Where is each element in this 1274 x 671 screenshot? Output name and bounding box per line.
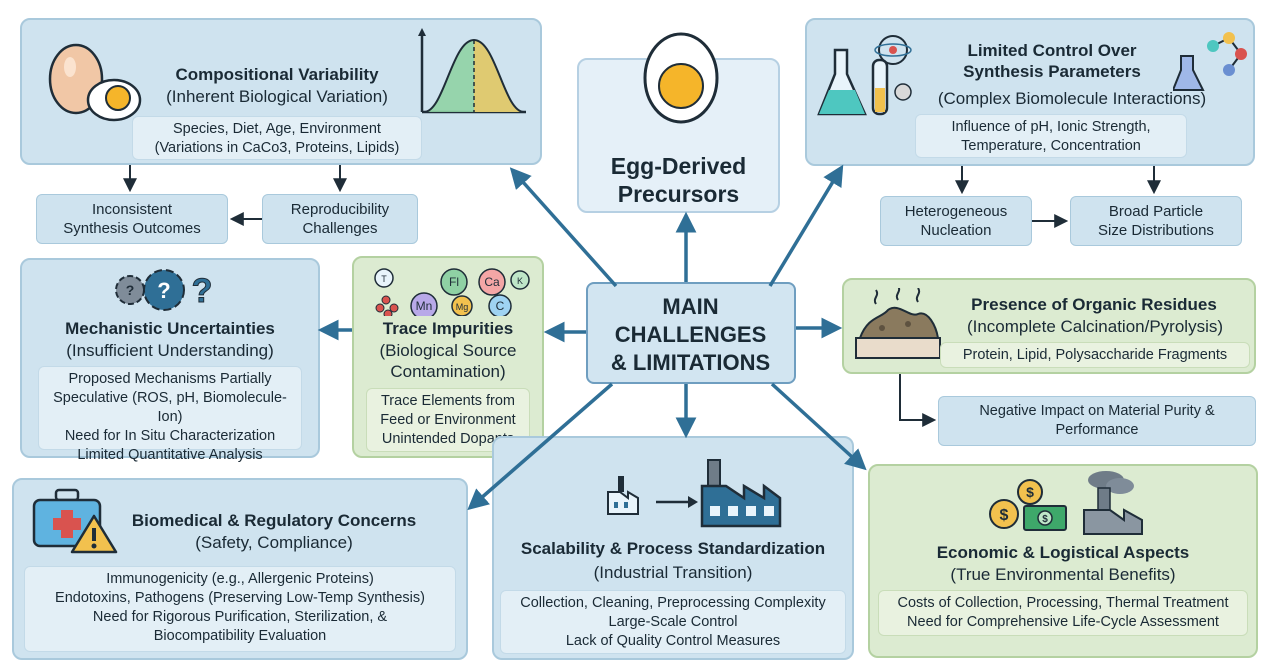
element-bubble [374, 268, 394, 288]
limited-control-box: Limited Control Over Synthesis Parameter… [805, 18, 1255, 166]
trace-elements-icon: T Fl Ca K Mn Mg C [374, 268, 530, 316]
organic-title: Presence of Organic Residues [971, 295, 1217, 314]
trace-impurities-box: T Fl Ca K Mn Mg C Trace Impurities (Biological… [352, 256, 544, 458]
egg-yolk-icon [643, 32, 719, 124]
gears-question-icon: ? ? ? [115, 269, 213, 311]
trace-title: Trace Impurities [382, 319, 514, 338]
main-challenges-box: MAIN CHALLENGES & LIMITATIONS [586, 282, 796, 384]
residue-soil-icon [855, 288, 941, 359]
element-symbol: Mg [456, 302, 469, 312]
economic-subtitle: (True Environmental Benefits) [950, 565, 1176, 584]
compositional-subtitle: (Inherent Biological Variation) [166, 87, 388, 106]
biomedical-subtitle: (Safety, Compliance) [195, 533, 353, 552]
limited-control-subtitle: (Complex Biomolecule Interactions) [937, 89, 1207, 108]
trace-subtitle: (Biological Source Contamination) [379, 341, 517, 381]
element-bubble [451, 295, 473, 316]
element-symbol: T [381, 274, 387, 284]
scalability-box: Scalability & Process Standardization (I… [492, 436, 854, 660]
scalability-title: Scalability & Process Standardization [520, 539, 826, 558]
limited-control-details: Influence of pH, Ionic Strength, Tempera… [915, 114, 1187, 158]
molecule-icon [1173, 32, 1247, 91]
main-challenges-label: MAIN CHALLENGES & LIMITATIONS [610, 294, 771, 375]
mechanistic-subtitle: (Insufficient Understanding) [66, 341, 274, 360]
limited-control-title: Limited Control Over Synthesis Parameter… [963, 41, 1141, 81]
scalability-subtitle: (Industrial Transition) [593, 563, 753, 582]
svg-text:$: $ [1000, 507, 1009, 524]
element-symbol: C [496, 299, 505, 313]
egg-derived-precursors-box: Egg-Derived Precursors [577, 32, 780, 213]
element-symbol: Mn [416, 299, 433, 313]
egg-derived-label: Egg-Derived Precursors [610, 153, 747, 207]
element-symbol: Fl [449, 275, 459, 289]
egg-icon [48, 43, 142, 122]
arrow-to-limited-control [768, 164, 844, 287]
organic-details: Protein, Lipid, Polysaccharide Fragments [940, 342, 1250, 368]
biomedical-details: Immunogenicity (e.g., Allergenic Protein… [24, 566, 456, 652]
svg-text:?: ? [126, 282, 135, 298]
mechanistic-details: Proposed Mechanisms Partially Speculativ… [38, 366, 302, 463]
money-factory-icon: $ $ $ [989, 471, 1143, 535]
element-symbol: Ca [484, 275, 500, 289]
svg-text:$: $ [1042, 514, 1048, 525]
element-bubble [410, 292, 438, 316]
heterogeneous-nucleation-box: Heterogeneous Nucleation [880, 196, 1032, 246]
factory-scaleup-icon [607, 459, 782, 528]
reproducibility-box: Reproducibility Challenges [262, 194, 418, 244]
economic-details: Costs of Collection, Processing, Thermal… [878, 590, 1248, 636]
distribution-chart-icon [418, 28, 526, 114]
compositional-variability-box: Compositional Variability (Inherent Biol… [20, 18, 542, 165]
medical-kit-warning-icon [32, 488, 118, 554]
biomedical-regulatory-box: Biomedical & Regulatory Concerns (Safety… [12, 478, 468, 660]
compositional-title: Compositional Variability [175, 65, 379, 84]
economic-title: Economic & Logistical Aspects [936, 543, 1190, 562]
negative-impact-box: Negative Impact on Material Purity & Per… [938, 396, 1256, 446]
arrow-organic-negative [899, 374, 937, 427]
svg-text:?: ? [157, 278, 170, 303]
element-symbol: K [517, 276, 523, 286]
lab-flask-icon [817, 35, 912, 116]
element-bubble [488, 294, 512, 316]
biomedical-title: Biomedical & Regulatory Concerns [131, 511, 417, 530]
svg-text:?: ? [192, 272, 213, 310]
broad-distribution-box: Broad Particle Size Distributions [1070, 196, 1242, 246]
scalability-details: Collection, Cleaning, Preprocessing Comp… [500, 590, 846, 654]
trace-cluster-icon [375, 295, 399, 316]
inconsistent-outcomes-box: Inconsistent Synthesis Outcomes [36, 194, 228, 244]
element-bubble [478, 268, 506, 296]
mechanistic-uncertainties-box: ? ? ? Mechanistic Uncertainties (Insuffi… [20, 258, 320, 463]
organic-subtitle: (Incomplete Calcination/Pyrolysis) [966, 317, 1224, 336]
mechanistic-title: Mechanistic Uncertainties [65, 319, 275, 338]
organic-residues-box: Presence of Organic Residues (Incomplete… [842, 278, 1256, 374]
element-bubble [440, 268, 468, 296]
svg-text:$: $ [1026, 484, 1034, 500]
compositional-details: Species, Diet, Age, Environment (Variati… [132, 116, 422, 160]
economic-logistical-box: $ $ $ Economic & Logistical Aspects (Tru… [868, 464, 1258, 658]
